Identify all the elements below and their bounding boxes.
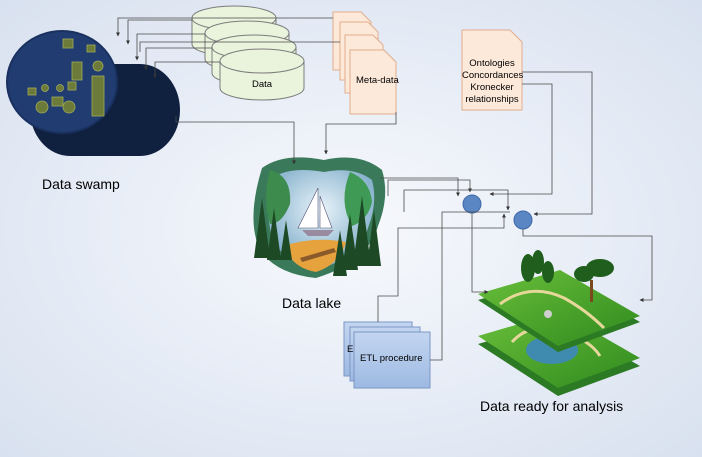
data-lake-label: Data lake — [282, 295, 342, 311]
data-swamp-icon — [6, 30, 180, 156]
ontologies-label: Ontologies Concordances Kronecker relati… — [462, 58, 524, 106]
junction-node-2 — [513, 210, 533, 230]
ontologies-line-4: relationships — [465, 94, 519, 105]
etl-partial-label: E — [347, 344, 354, 355]
data-label: Data — [252, 79, 273, 90]
data-lake-icon — [253, 157, 386, 278]
ontologies-document-icon — [461, 29, 523, 111]
data-swamp-label: Data swamp — [42, 176, 120, 192]
connector-lines — [116, 17, 653, 361]
meta-data-label: Meta-data — [356, 75, 399, 86]
junction-node-1 — [462, 194, 482, 214]
ontologies-line-3: Kronecker — [470, 82, 514, 93]
data-store-icon — [191, 5, 305, 101]
data-ready-label: Data ready for analysis — [480, 398, 624, 414]
ontologies-line-1: Ontologies — [469, 58, 515, 69]
meta-data-documents-icon — [332, 11, 397, 115]
etl-procedure-icon — [343, 321, 431, 389]
etl-procedure-label: ETL procedure — [360, 353, 423, 364]
data-ready-landscape-icon — [478, 250, 640, 396]
ontologies-line-2: Concordances — [462, 70, 524, 81]
